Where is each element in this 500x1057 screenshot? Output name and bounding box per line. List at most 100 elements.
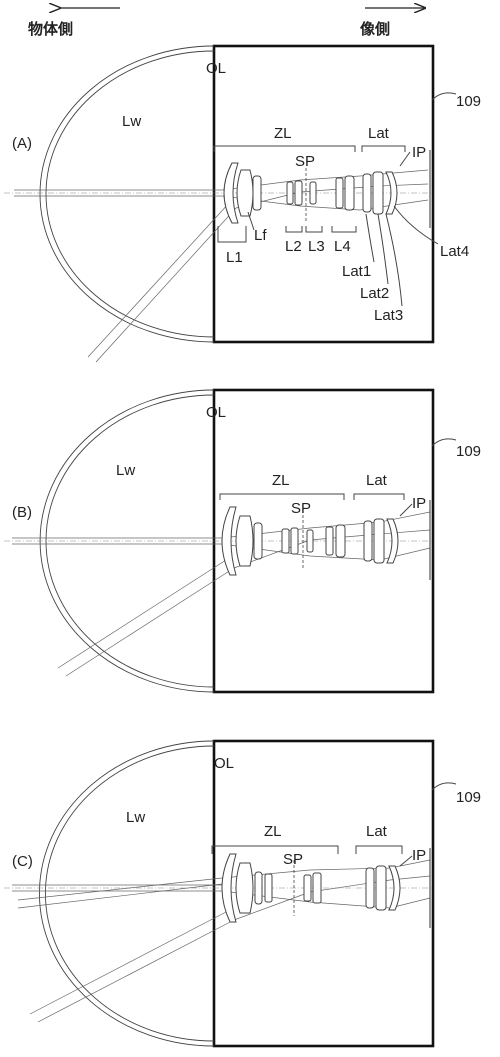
ol-label: OL <box>214 755 234 772</box>
ray <box>65 567 235 677</box>
zl-bracket <box>211 845 339 854</box>
ol-label: OL <box>206 60 226 77</box>
lens-element <box>303 874 312 902</box>
panel-c: (C) OL Lw 109 ZL Lat IP SP <box>4 739 481 1048</box>
lat3-label: Lat3 <box>374 307 403 324</box>
lens-element <box>373 518 385 564</box>
ray <box>95 207 237 363</box>
ip-label: IP <box>412 495 426 512</box>
lat-label: Lat <box>368 125 390 142</box>
lens-element <box>335 524 346 558</box>
lens-element <box>388 865 401 911</box>
ref-number: 109 <box>456 443 481 460</box>
image-side-label: 像側 <box>360 20 390 38</box>
sp-label: SP <box>283 851 303 868</box>
ray <box>57 559 227 669</box>
lw-label: Lw <box>122 113 141 130</box>
lens-element <box>235 515 254 567</box>
zl-label: ZL <box>272 472 290 489</box>
ip-label: IP <box>412 847 426 864</box>
lat2-leader <box>377 213 389 285</box>
l4-bracket <box>331 226 357 233</box>
ray <box>17 877 223 901</box>
ol-label: OL <box>206 404 226 421</box>
ref-leader <box>431 438 457 447</box>
lw-label: Lw <box>116 462 135 479</box>
lens-element <box>286 181 294 205</box>
lens-element <box>236 169 254 217</box>
ray <box>37 919 235 1023</box>
lens-element <box>221 506 237 576</box>
dome-window-inner <box>45 394 215 688</box>
ref-number: 109 <box>456 789 481 806</box>
lens-element <box>362 173 372 213</box>
ip-label: IP <box>412 144 426 161</box>
zl-label: ZL <box>274 125 292 142</box>
lens-element <box>252 175 262 211</box>
lat-bracket <box>361 145 406 152</box>
lw-label: Lw <box>126 809 145 826</box>
lens-element <box>325 526 334 556</box>
dome-window-inner <box>45 745 215 1042</box>
lens-element <box>386 518 399 564</box>
lat-label: Lat <box>366 472 388 489</box>
object-side-label: 物体側 <box>28 20 73 38</box>
lens-element <box>290 527 299 555</box>
panel-label: (C) <box>12 853 33 870</box>
ray <box>17 883 223 909</box>
ip-leader <box>399 151 411 167</box>
lens-element <box>372 171 384 215</box>
lens-element <box>385 171 398 215</box>
ray <box>87 201 231 358</box>
l1-bracket <box>217 226 247 243</box>
panel-b: (B) OL Lw 109 ZL Lat IP SP <box>4 388 481 694</box>
lat-bracket <box>353 493 405 500</box>
lens-element <box>294 180 303 206</box>
lens-element <box>365 867 375 909</box>
lens-element <box>254 871 263 905</box>
lat2-label: Lat2 <box>360 285 389 302</box>
lat4-label: Lat4 <box>440 243 469 260</box>
l1-label: L1 <box>226 249 243 266</box>
panel-a: (A) OL Lw 109 ZL Lat IP SP L1 Lf L2 L3 L… <box>4 44 481 363</box>
camera-body-frame <box>212 739 435 1048</box>
lf-label: Lf <box>254 227 267 244</box>
lens-element <box>375 865 387 911</box>
lat1-label: Lat1 <box>342 263 371 280</box>
sp-label: SP <box>291 500 311 517</box>
lens-element <box>306 529 314 553</box>
zl-label: ZL <box>264 823 282 840</box>
lat1-leader <box>365 213 375 263</box>
ip-leader <box>399 503 413 517</box>
sp-label: SP <box>295 153 315 170</box>
lens-element <box>223 162 239 224</box>
lens-element <box>309 181 317 205</box>
lens-element <box>253 522 263 560</box>
l3-bracket <box>305 226 323 233</box>
dome-window-inner <box>45 50 215 338</box>
lat-bracket <box>355 845 403 854</box>
l2-bracket <box>285 226 303 233</box>
header: 物体側 像側 <box>28 8 425 38</box>
lens-element <box>281 528 290 554</box>
lat3-leader <box>385 213 403 307</box>
l2-label: L2 <box>285 238 302 255</box>
lens-element <box>312 872 322 904</box>
lens-element <box>344 175 355 211</box>
lens-element <box>221 853 237 923</box>
l4-label: L4 <box>334 238 351 255</box>
lat-label: Lat <box>366 823 388 840</box>
ref-number: 109 <box>456 93 481 110</box>
ray <box>221 543 431 561</box>
ray <box>29 911 227 1015</box>
zl-bracket <box>219 493 345 500</box>
ray <box>221 511 431 539</box>
ref-leader <box>431 92 457 101</box>
ray <box>233 875 431 921</box>
dome-window-outer <box>39 45 215 343</box>
lens-element <box>264 873 273 903</box>
lf-leader <box>247 211 255 231</box>
l3-label: L3 <box>308 238 325 255</box>
panel-label: (B) <box>12 504 32 521</box>
